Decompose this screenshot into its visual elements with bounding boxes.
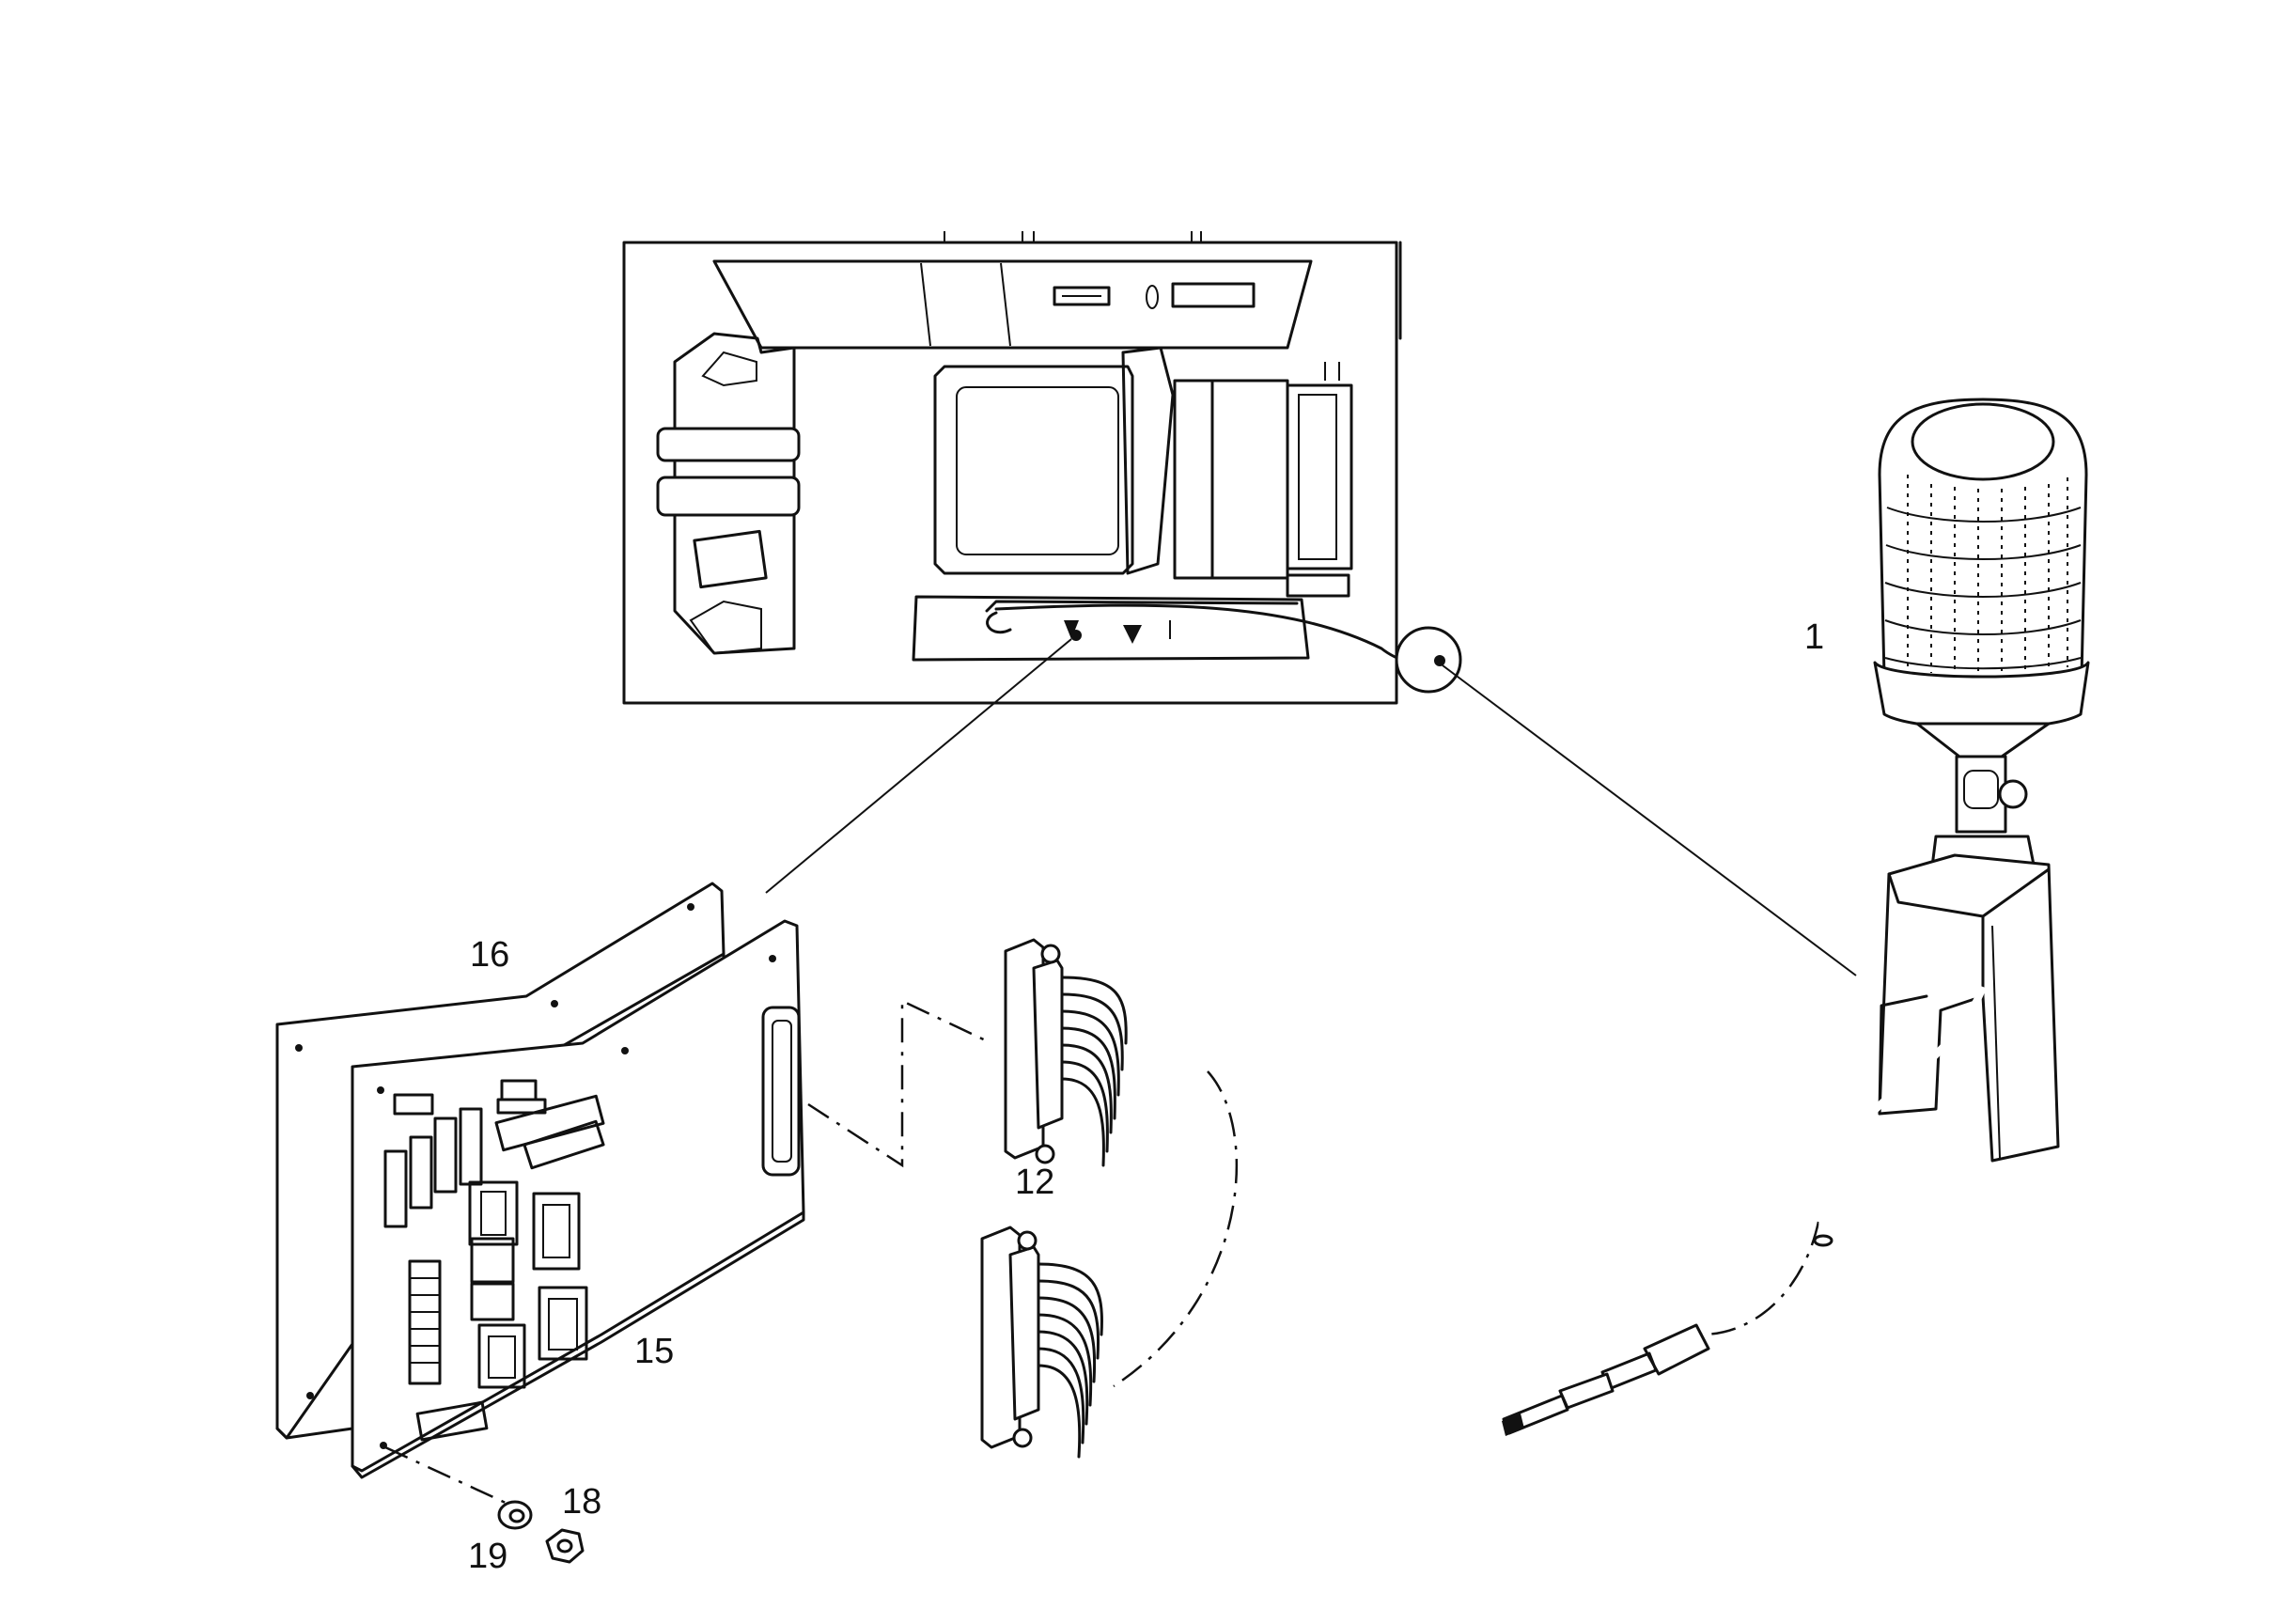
machine-overview xyxy=(622,231,1462,705)
circuit-board-15 xyxy=(351,919,805,1479)
dash-line-beacon-plug xyxy=(1700,1221,1820,1336)
washer-19 xyxy=(497,1500,533,1530)
callout-19: 19 xyxy=(468,1537,507,1576)
sub-d-connector-bottom xyxy=(980,1226,1103,1459)
callout-15: 15 xyxy=(634,1332,674,1371)
callout-18: 18 xyxy=(562,1482,601,1522)
dash-line-connectors xyxy=(1113,1070,1238,1388)
sub-d-connector-top xyxy=(1004,938,1128,1167)
beacon-plug xyxy=(1502,1323,1710,1436)
leader-line-board xyxy=(765,638,1072,894)
leader-line-beacon xyxy=(1442,664,1857,976)
nut-18 xyxy=(545,1528,585,1564)
dash-line-washer xyxy=(384,1445,508,1506)
callout-16: 16 xyxy=(470,935,509,975)
callout-12: 12 xyxy=(1015,1163,1054,1202)
warning-beacon xyxy=(1813,398,2090,1247)
dash-line-board-connector xyxy=(807,999,992,1168)
callout-1: 1 xyxy=(1804,617,1824,657)
